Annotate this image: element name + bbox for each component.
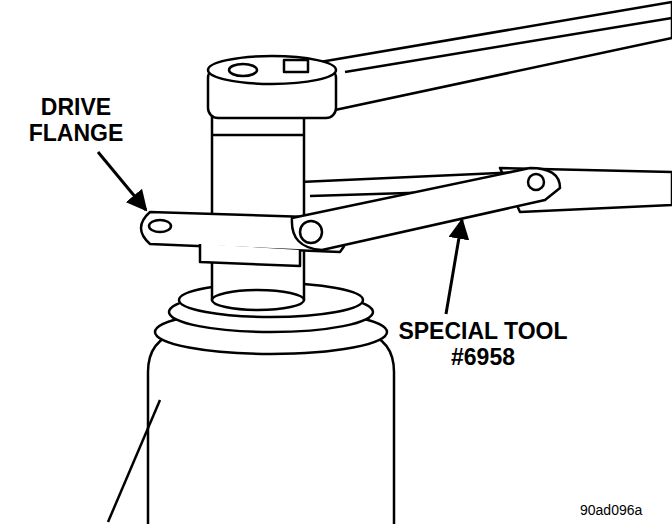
- leader-arrow: [446, 220, 462, 314]
- leader-arrow: [98, 152, 146, 210]
- handle-edge: [345, 18, 672, 72]
- socket-button: [284, 60, 308, 72]
- label-holder: DRIVE FLANGE: [16, 94, 136, 146]
- tool-bolt: [528, 174, 544, 190]
- housing: [148, 332, 394, 524]
- housing-edge: [108, 400, 160, 522]
- label-holder: SPECIAL TOOL #6958: [398, 318, 568, 370]
- shaft-end: [212, 290, 304, 310]
- socket-drive: [229, 64, 257, 76]
- socket-top: [208, 56, 336, 84]
- part-label: DRIVE FLANGE: [16, 94, 136, 146]
- figure-code: 90ad096a: [580, 502, 660, 518]
- shaft-collar: [212, 134, 304, 137]
- tool-bolt: [300, 221, 322, 243]
- label-holder: 90ad096a: [580, 502, 660, 518]
- special-tool-arm: [292, 168, 560, 250]
- flange-hole: [149, 220, 171, 232]
- part-label: SPECIAL TOOL #6958: [398, 318, 568, 370]
- ratchet-handle: [320, 2, 672, 110]
- pinion-shaft: [212, 112, 304, 300]
- flange-hub: [200, 244, 300, 266]
